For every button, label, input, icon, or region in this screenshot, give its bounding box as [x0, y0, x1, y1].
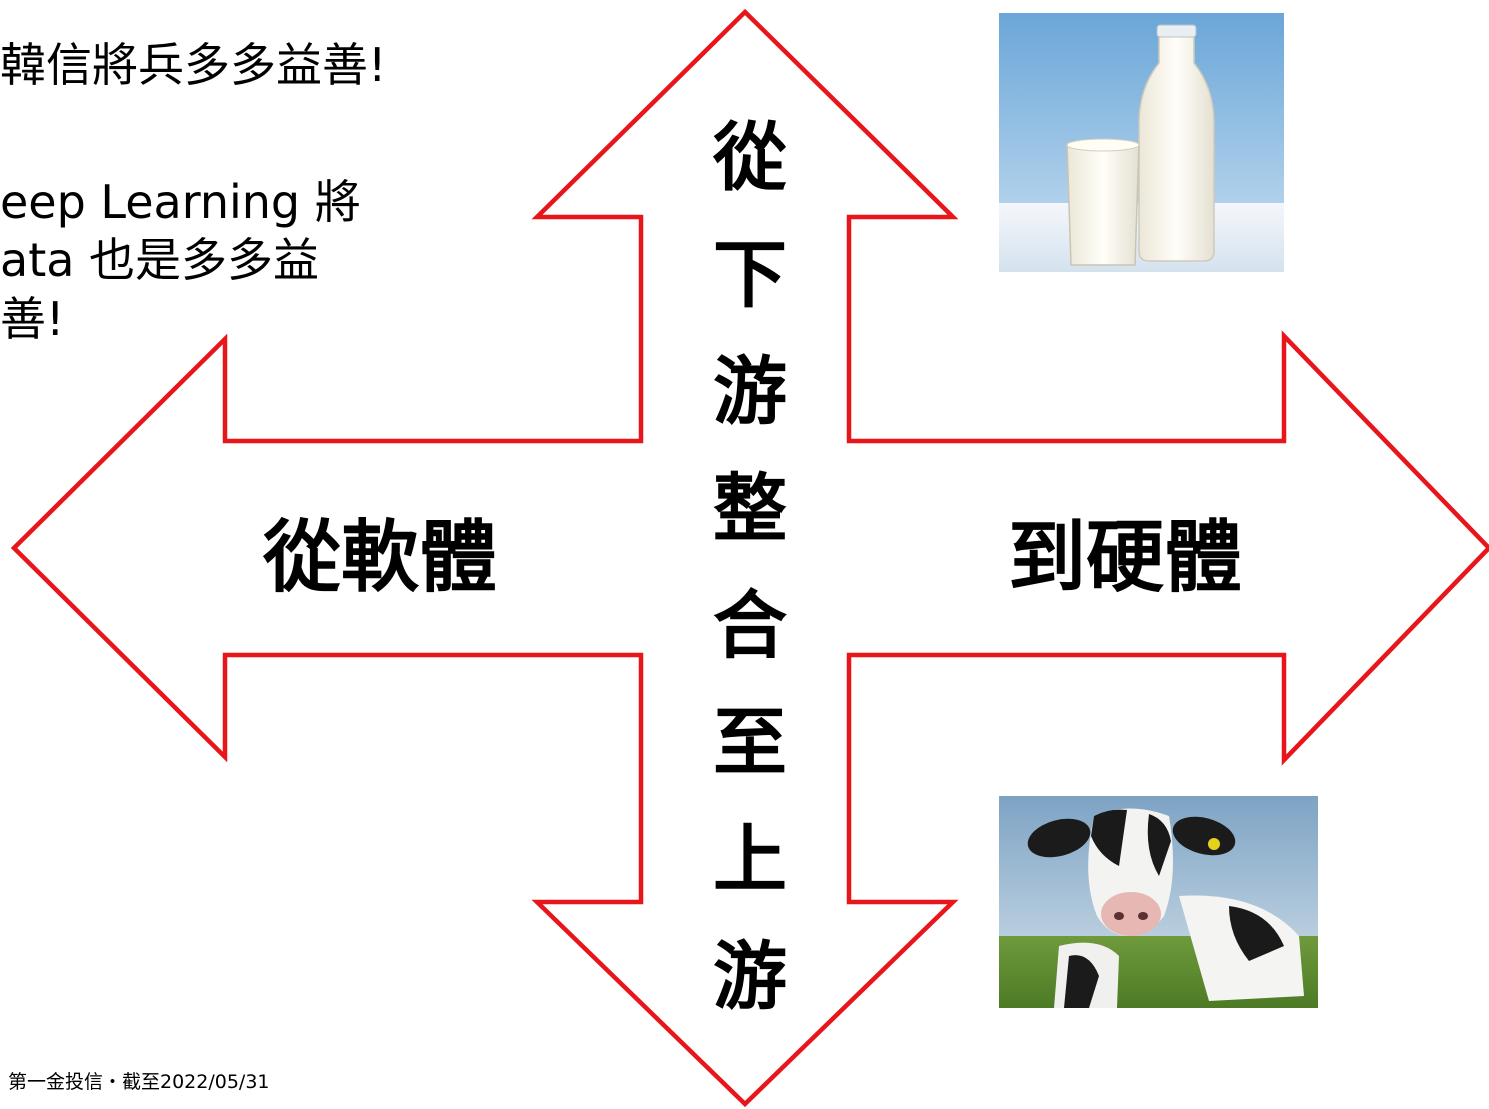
milk-photo: [999, 13, 1284, 272]
vertical-char: 從: [713, 115, 787, 201]
vertical-char: 游: [713, 349, 787, 435]
note-line-4: 善!: [0, 292, 65, 346]
note-line-3: ata 也是多多益: [0, 233, 320, 287]
vertical-char: 游: [713, 934, 787, 1020]
right-arrow-label: 到硬體: [1007, 513, 1242, 603]
note-line-1: 韓信將兵多多益善!: [0, 38, 387, 92]
cow-photo: [999, 796, 1318, 1008]
vertical-char: 整: [713, 466, 787, 552]
vertical-char: 至: [713, 700, 787, 786]
note-line-2: eep Learning 將: [0, 175, 361, 229]
left-arrow-label: 從軟體: [262, 513, 497, 603]
vertical-char: 上: [713, 817, 787, 903]
vertical-char: 合: [713, 583, 787, 669]
footer-source: 第一金投信・截至2022/05/31: [8, 1071, 270, 1093]
vertical-arrow-label: 從 下 游 整 合 至 上 游: [700, 100, 800, 1036]
vertical-char: 下: [713, 232, 787, 318]
cross-arrow-outline: [10, 8, 1489, 1108]
